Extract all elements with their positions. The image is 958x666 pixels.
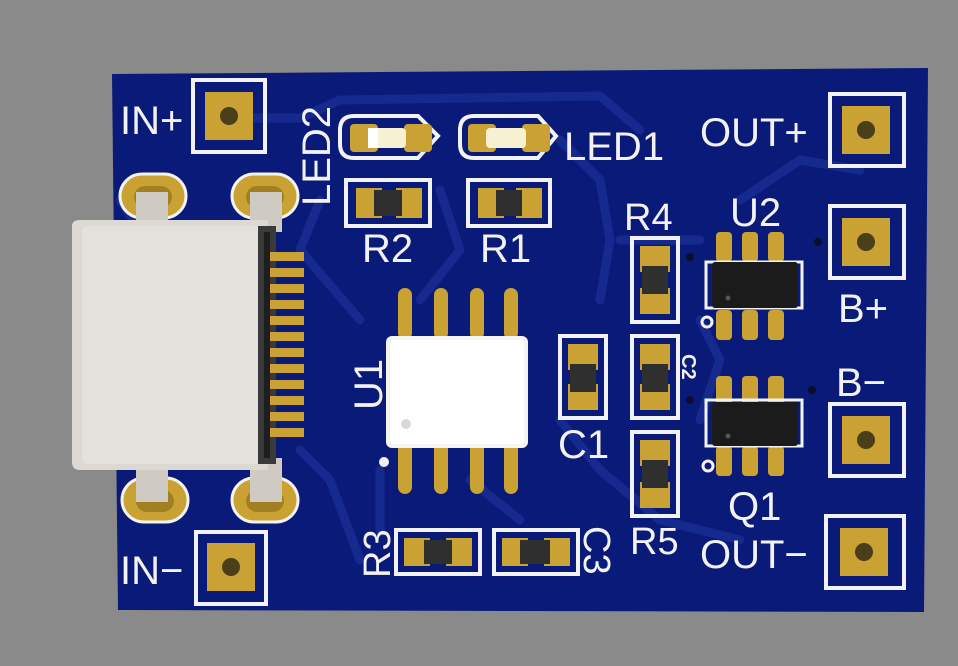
label-q1: Q1 (728, 485, 781, 529)
label-c3: C3 (575, 526, 617, 575)
label-r5: R5 (630, 521, 679, 563)
pad-in-minus (194, 530, 268, 606)
label-u2: U2 (730, 191, 781, 235)
pad-out-plus (828, 92, 906, 168)
label-in-minus: IN− (120, 549, 183, 593)
label-out-plus: OUT+ (700, 111, 808, 155)
led1 (458, 114, 559, 160)
ic-u1 (379, 288, 528, 494)
pad-b-minus (828, 402, 906, 478)
label-u1: U1 (347, 359, 391, 410)
label-b-plus: B+ (838, 287, 888, 331)
label-b-minus: B− (836, 361, 886, 405)
label-led2: LED2 (295, 106, 339, 206)
resistor-r2 (344, 178, 432, 228)
resistor-r5 (630, 430, 680, 518)
label-r2: R2 (362, 227, 413, 271)
pad-out-minus (824, 514, 906, 590)
label-out-minus: OUT− (700, 533, 808, 577)
usb-c-connector (72, 192, 282, 502)
resistor-r1 (466, 178, 552, 228)
resistor-r3 (394, 528, 482, 576)
ic-u2 (700, 232, 804, 340)
label-r3: R3 (357, 529, 399, 578)
label-r1: R1 (480, 227, 531, 271)
led2 (338, 114, 441, 160)
pad-in-plus (191, 78, 267, 154)
label-c1: C1 (558, 423, 609, 467)
capacitor-c2 (630, 334, 680, 420)
label-in-plus: IN+ (120, 99, 183, 143)
vias (686, 238, 822, 404)
capacitor-c1 (558, 334, 608, 420)
pad-b-plus (828, 204, 906, 280)
label-r4: R4 (624, 197, 673, 239)
resistor-r4 (630, 236, 680, 324)
transistor-q1 (701, 376, 804, 476)
label-led1: LED1 (564, 125, 664, 169)
usb-c-pins (270, 252, 304, 437)
capacitor-c3 (492, 528, 580, 576)
label-c2: C2 (677, 354, 699, 380)
